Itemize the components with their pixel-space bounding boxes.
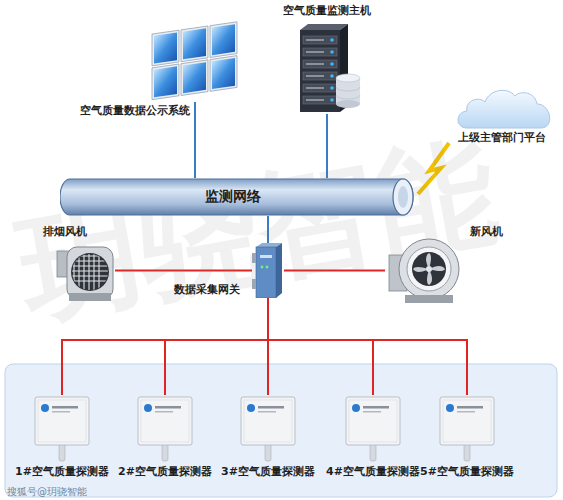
air-quality-detector: 3#空气质量探测器 — [238, 395, 298, 463]
node-label: 新风机 — [463, 225, 509, 238]
node-label: 数据采集网关 — [162, 283, 252, 296]
detector-icon — [343, 395, 403, 463]
node-label: 4#空气质量探测器 — [321, 465, 425, 478]
detector-panel — [5, 364, 557, 497]
detector-icon — [238, 395, 298, 463]
air-quality-detector: 2#空气质量探测器 — [135, 395, 195, 463]
fresh-air-fan: 新风机 — [385, 235, 460, 305]
exhaust-fan-icon — [55, 243, 115, 303]
exhaust-fan: 排烟风机 — [55, 243, 115, 303]
node-label: 监测网络 — [60, 188, 405, 205]
air-quality-detector: 1#空气质量探测器 — [32, 395, 92, 463]
fresh-air-fan-icon — [385, 235, 460, 305]
node-label: 3#空气质量探测器 — [216, 465, 320, 478]
monitor-host: 空气质量监测主机 — [292, 24, 362, 114]
node-label: 排烟风机 — [25, 225, 105, 238]
detector-icon — [32, 395, 92, 463]
data-gateway: 数据采集网关 — [252, 243, 284, 298]
node-label: 空气质量数据公示系统 — [60, 104, 210, 117]
connector — [268, 298, 373, 395]
display-wall-icon — [150, 20, 240, 102]
detector-icon — [135, 395, 195, 463]
air-quality-detector: 5#空气质量探测器 — [437, 395, 497, 463]
gateway-icon — [252, 243, 284, 298]
connector — [268, 298, 467, 395]
air-quality-detector: 4#空气质量探测器 — [343, 395, 403, 463]
node-label: 2#空气质量探测器 — [113, 465, 217, 478]
source-note: 搜狐号@玥骁智能 — [7, 485, 87, 499]
cloud-icon — [455, 86, 555, 131]
authority-platform: 上级主管部门平台 — [455, 86, 555, 131]
display-system: 空气质量数据公示系统 — [150, 20, 240, 102]
node-label: 5#空气质量探测器 — [415, 465, 519, 478]
node-label: 上级主管部门平台 — [449, 131, 555, 144]
node-label: 空气质量监测主机 — [262, 4, 392, 17]
monitoring-network: 监测网络 — [60, 178, 415, 216]
detector-icon — [437, 395, 497, 463]
server-icon — [292, 24, 362, 114]
node-label: 1#空气质量探测器 — [10, 465, 114, 478]
